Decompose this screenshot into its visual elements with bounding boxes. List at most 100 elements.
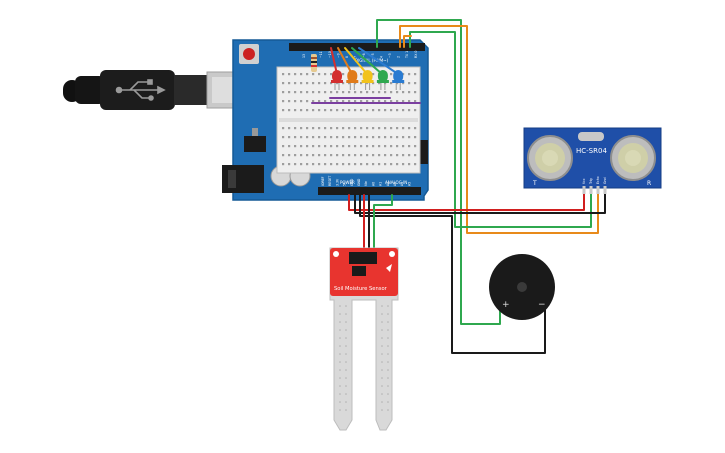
- wire-soil-signal[interactable]: [373, 194, 393, 251]
- breadboard-hole: [378, 109, 381, 112]
- breadboard-hole: [414, 154, 417, 157]
- digital-pin-label: RX 0: [414, 51, 418, 58]
- wire-orange-short[interactable]: [403, 35, 412, 48]
- breadboard-hole: [390, 145, 393, 148]
- wire-orange-trig[interactable]: [399, 25, 599, 234]
- digital-pin-label: ~5: [371, 53, 375, 58]
- buzzer-minus-label: −: [538, 300, 546, 310]
- breadboard-hole: [372, 154, 375, 157]
- power-pin-label: A3: [393, 182, 397, 186]
- digital-pin-label: 7: [354, 56, 358, 58]
- breadboard-hole: [300, 73, 303, 76]
- breadboard-hole: [342, 154, 345, 157]
- breadboard-hole: [300, 127, 303, 130]
- breadboard-hole: [402, 163, 405, 166]
- usb-plug-neck: [174, 75, 208, 105]
- breadboard-hole: [294, 136, 297, 139]
- soil-sensor-label: Soil Moisture Sensor: [334, 286, 388, 292]
- usb-icon: [115, 79, 166, 101]
- breadboard-hole: [354, 82, 357, 85]
- wire-blue-led[interactable]: [358, 47, 399, 75]
- wire-yellow-led[interactable]: [344, 47, 368, 75]
- breadboard-hole: [306, 100, 309, 103]
- breadboard-hole: [294, 154, 297, 157]
- buzzer-plus-label: +: [502, 300, 510, 310]
- breadboard-hole: [372, 163, 375, 166]
- digital-pin-label: TX 1: [405, 51, 409, 59]
- breadboard-hole: [330, 154, 333, 157]
- breadboard-hole: [390, 136, 393, 139]
- breadboard-hole: [354, 127, 357, 130]
- breadboard-hole: [336, 82, 339, 85]
- breadboard-hole: [372, 82, 375, 85]
- wire-green-buzzer[interactable]: [376, 19, 501, 325]
- sensor-pin[interactable]: [603, 186, 607, 194]
- breadboard-hole: [378, 154, 381, 157]
- breadboard-hole: [306, 154, 309, 157]
- breadboard-hole: [336, 127, 339, 130]
- wire-red-led[interactable]: [330, 47, 338, 75]
- soil-moisture-sensor[interactable]: Soil Moisture Sensor: [329, 247, 399, 431]
- breadboard-hole: [384, 163, 387, 166]
- breadboard-hole: [372, 127, 375, 130]
- led[interactable]: [331, 70, 343, 90]
- digital-pin-label: ~6: [362, 53, 366, 58]
- breadboard-hole: [318, 73, 321, 76]
- breadboard-hole: [306, 127, 309, 130]
- sensor-pin[interactable]: [596, 186, 600, 194]
- power-pin-label: A5: [407, 182, 411, 186]
- breadboard-hole: [288, 163, 291, 166]
- digital-pin-label: ~3: [388, 53, 392, 58]
- breadboard-hole: [312, 109, 315, 112]
- breadboard-hole: [372, 91, 375, 94]
- breadboard-hole: [336, 145, 339, 148]
- wire-green-echo[interactable]: [409, 31, 592, 228]
- breadboard-hole: [396, 154, 399, 157]
- breadboard-hole: [408, 163, 411, 166]
- breadboard-hole: [294, 73, 297, 76]
- receiver-mark: R: [647, 180, 651, 187]
- receiver-transducer: [610, 135, 656, 181]
- breadboard-hole: [282, 91, 285, 94]
- breadboard-hole: [402, 100, 405, 103]
- wire-green-led[interactable]: [351, 47, 383, 75]
- breadboard-hole: [366, 91, 369, 94]
- breadboard-hole: [396, 82, 399, 85]
- breadboard-hole: [306, 109, 309, 112]
- wire-5v-vcc[interactable]: [348, 193, 585, 211]
- wire-orange-led[interactable]: [337, 47, 353, 75]
- sensor-chip: [352, 266, 366, 276]
- breadboard-hole: [360, 145, 363, 148]
- power-pin-label: GND: [350, 178, 354, 186]
- piezo-buzzer[interactable]: + −: [489, 254, 555, 320]
- breadboard-hole: [396, 136, 399, 139]
- breadboard-hole: [306, 82, 309, 85]
- breadboard-hole: [348, 154, 351, 157]
- wire-gnd-buzzer[interactable]: [359, 194, 546, 354]
- breadboard-hole: [390, 154, 393, 157]
- breadboard-hole: [324, 109, 327, 112]
- breadboard-hole: [354, 163, 357, 166]
- breadboard-hole: [354, 136, 357, 139]
- sensor-pin-header[interactable]: [349, 252, 377, 264]
- led[interactable]: [346, 70, 359, 90]
- breadboard-hole: [360, 109, 363, 112]
- breadboard-hole: [414, 109, 417, 112]
- power-pin-label: 5V: [343, 181, 347, 186]
- breadboard-hole: [324, 136, 327, 139]
- sensor-pin[interactable]: [582, 186, 586, 194]
- digital-pin-label: ~11: [319, 51, 323, 58]
- wire-gnd-sensor[interactable]: [354, 193, 606, 214]
- breadboard-hole: [342, 82, 345, 85]
- power-pin-label: GND: [357, 178, 361, 186]
- digital-header[interactable]: [289, 43, 425, 51]
- breadboard-hole: [288, 109, 291, 112]
- sensor-pin[interactable]: [589, 186, 593, 194]
- resistor[interactable]: [311, 54, 317, 72]
- breadboard-hole: [318, 100, 321, 103]
- breadboard-hole: [312, 73, 315, 76]
- breadboard-hole: [396, 163, 399, 166]
- power-analog-header[interactable]: [318, 187, 421, 195]
